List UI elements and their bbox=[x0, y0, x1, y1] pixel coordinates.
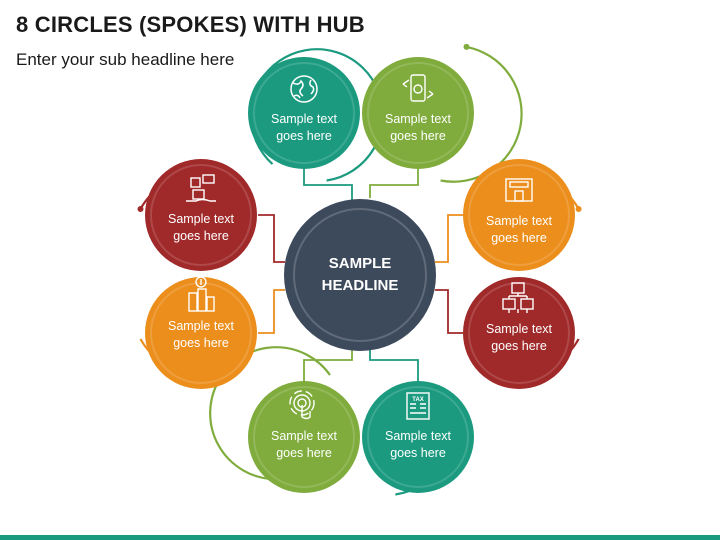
spoke-4: Sample text goes here bbox=[463, 277, 575, 389]
tax-document-icon: TAX bbox=[406, 392, 430, 420]
ring-8-dot bbox=[137, 206, 144, 212]
spoke-6-line-2: goes here bbox=[276, 446, 332, 460]
spoke-5-circle bbox=[362, 381, 474, 493]
boxes-network-icon bbox=[502, 282, 534, 313]
connectors bbox=[258, 165, 463, 385]
spoke-2: Sample text goes here bbox=[362, 57, 474, 169]
spoke-8: Sample text goes here bbox=[145, 159, 257, 271]
spoke-7-line-2: goes here bbox=[173, 336, 229, 350]
footer-bar bbox=[0, 535, 720, 540]
spoke-5-line-1: Sample text bbox=[385, 429, 452, 443]
hub-line-2: HEADLINE bbox=[322, 277, 399, 294]
spoke-2-circle bbox=[362, 57, 474, 169]
connector-6 bbox=[303, 345, 353, 385]
svg-text:TAX: TAX bbox=[412, 397, 424, 403]
ring-3-dot bbox=[575, 206, 582, 212]
hub-inner-ring bbox=[293, 208, 427, 342]
hub-line-1: SAMPLE bbox=[329, 255, 392, 272]
hub-circle bbox=[284, 199, 436, 351]
connector-1 bbox=[303, 165, 353, 205]
slide-subtitle: Enter your sub headline here bbox=[16, 50, 235, 69]
spoke-2-line-1: Sample text bbox=[385, 112, 452, 126]
connector-8 bbox=[258, 214, 285, 263]
connector-2 bbox=[369, 165, 419, 198]
connector-5 bbox=[369, 348, 419, 385]
spoke-7-line-1: Sample text bbox=[168, 319, 235, 333]
spoke-4-line-2: goes here bbox=[491, 339, 547, 353]
connector-3 bbox=[435, 214, 463, 263]
spoke-8-line-2: goes here bbox=[173, 229, 229, 243]
shop-icon bbox=[505, 178, 533, 202]
spoke-3-line-1: Sample text bbox=[486, 214, 553, 228]
spoke-8-circle bbox=[145, 159, 257, 271]
hub: SAMPLE HEADLINE bbox=[284, 199, 436, 351]
spoke-1-line-2: goes here bbox=[276, 129, 332, 143]
spoke-8-line-1: Sample text bbox=[168, 212, 235, 226]
ring-2 bbox=[440, 45, 523, 183]
spoke-4-line-1: Sample text bbox=[486, 322, 553, 336]
hand-box-icon bbox=[186, 174, 216, 202]
mobile-payment-icon bbox=[402, 74, 434, 102]
spoke-6-line-1: Sample text bbox=[271, 429, 338, 443]
spoke-3: Sample text goes here bbox=[463, 159, 575, 271]
connector-7 bbox=[258, 289, 285, 334]
city-dollar-icon bbox=[188, 276, 215, 312]
spoke-3-circle bbox=[463, 159, 575, 271]
spoke-7-circle bbox=[145, 277, 257, 389]
spoke-5-line-2: goes here bbox=[390, 446, 446, 460]
touch-target-icon bbox=[289, 390, 315, 420]
spoke-3-line-2: goes here bbox=[491, 231, 547, 245]
slide-title: 8 CIRCLES (SPOKES) WITH HUB bbox=[16, 12, 365, 37]
spoke-1-circle bbox=[248, 57, 360, 169]
spoke-2-line-2: goes here bbox=[390, 129, 446, 143]
spoke-6: Sample text goes here bbox=[248, 381, 360, 493]
ring-2-dot bbox=[463, 43, 470, 50]
spoke-4-circle bbox=[463, 277, 575, 389]
spoke-6-circle bbox=[248, 381, 360, 493]
connector-4 bbox=[435, 289, 463, 334]
spoke-5: TAX Sample text goes here bbox=[362, 381, 474, 493]
spoke-1: Sample text goes here bbox=[248, 57, 360, 169]
spoke-7: Sample text goes here bbox=[145, 276, 257, 389]
spoke-1-line-1: Sample text bbox=[271, 112, 338, 126]
globe-icon bbox=[290, 75, 318, 103]
